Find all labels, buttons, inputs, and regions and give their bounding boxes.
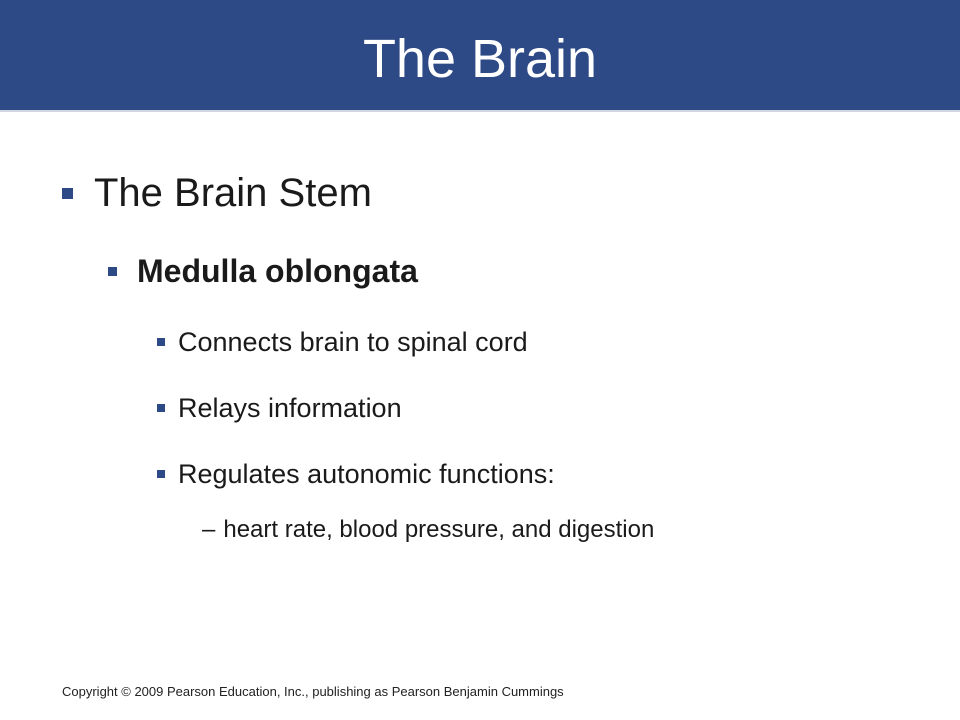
bullet-level3-regulates: Regulates autonomic functions: (157, 457, 555, 491)
bullet-text: heart rate, blood pressure, and digestio… (223, 516, 655, 543)
bullet-text: Regulates autonomic functions: (178, 459, 555, 489)
bullet-level3-relays: Relays information (157, 391, 402, 425)
square-bullet-icon (108, 266, 117, 276)
bullet-text: Connects brain to spinal cord (178, 327, 528, 357)
bullet-level1-brain-stem: The Brain Stem (62, 167, 372, 219)
square-bullet-icon (157, 404, 165, 412)
bullet-level3-connects: Connects brain to spinal cord (157, 325, 528, 359)
bullet-level4-examples: – heart rate, blood pressure, and digest… (202, 515, 654, 545)
square-bullet-icon (157, 338, 165, 346)
bullet-level2-medulla: Medulla oblongata (108, 251, 418, 291)
bullet-text: The Brain Stem (94, 171, 372, 215)
dash-bullet-icon: – (202, 516, 216, 543)
title-bar: The Brain (0, 0, 960, 112)
bullet-text: Relays information (178, 393, 402, 423)
bullet-text: Medulla oblongata (137, 253, 418, 289)
square-bullet-icon (157, 470, 165, 478)
slide-title: The Brain (362, 29, 598, 89)
square-bullet-icon (62, 187, 73, 199)
copyright-footer: Copyright © 2009 Pearson Education, Inc.… (62, 684, 564, 699)
